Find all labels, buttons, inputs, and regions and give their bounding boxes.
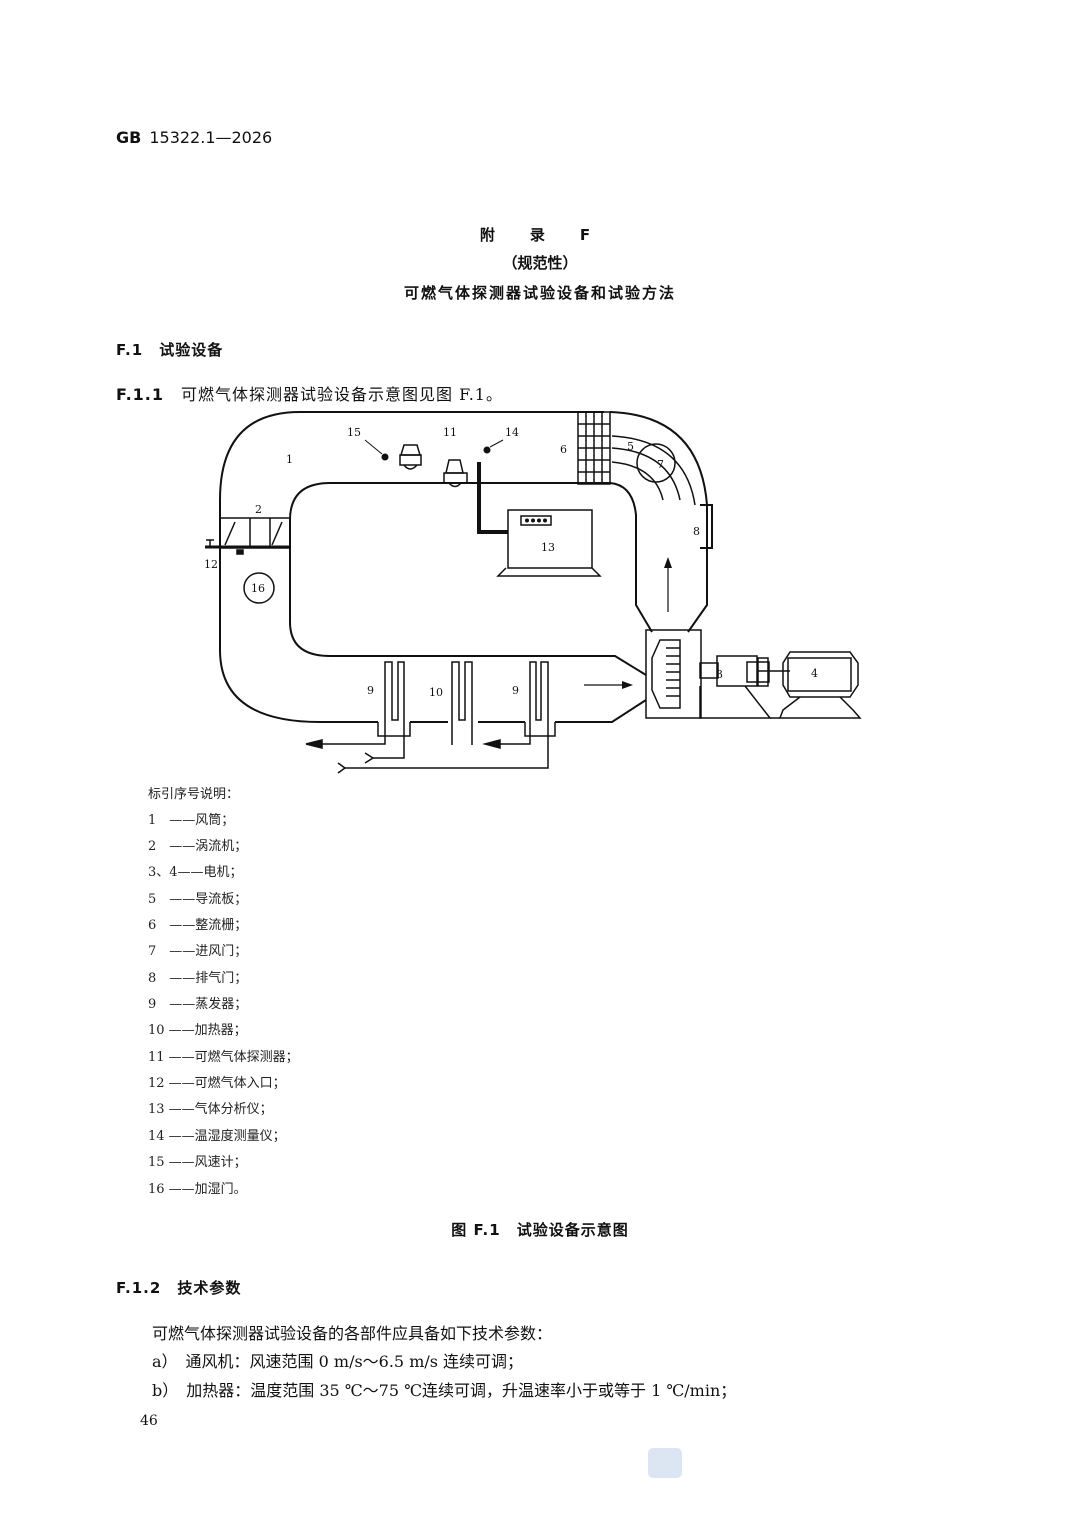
label-9b: 9 — [512, 684, 519, 697]
legend-item: 12 ——可燃气体入口； — [148, 1076, 286, 1091]
legend-item: 11 ——可燃气体探测器； — [148, 1050, 299, 1065]
pipes — [305, 735, 549, 774]
param-b: b） 加热器：温度范围 35 ℃～75 ℃连续可调，升温速率小于或等于 1 ℃/… — [152, 1381, 737, 1400]
label-13: 13 — [541, 541, 555, 554]
anemometer-probe-dot — [381, 453, 389, 461]
flow-straightener-grid — [577, 411, 611, 485]
heater — [451, 661, 473, 745]
duct-outer-right — [609, 411, 708, 633]
label-15: 15 — [347, 426, 361, 439]
figure-title: 试验设备示意图 — [516, 1221, 629, 1239]
paragraph: 可燃气体探测器试验设备示意图见图 F.1。 — [181, 385, 503, 404]
coupling — [746, 657, 790, 687]
legend-item: 14 ——温湿度测量仪； — [148, 1129, 286, 1144]
section-title: 技术参数 — [177, 1279, 242, 1297]
label-8: 8 — [693, 525, 700, 538]
param-a: a） 通风机：风速范围 0 m/s～6.5 m/s 连续可调； — [152, 1352, 524, 1371]
duct-outer — [219, 411, 647, 723]
legend-item: 2 ——涡流机； — [148, 839, 248, 854]
section-title: 试验设备 — [159, 341, 224, 359]
legend-item: 10 ——加热器； — [148, 1023, 247, 1038]
label-11: 11 — [443, 426, 457, 439]
fan — [645, 629, 719, 719]
figure-caption: 图 F.1 试验设备示意图 — [0, 1219, 1080, 1240]
label-3: 3 — [716, 668, 723, 681]
gas-analyzer — [496, 509, 602, 577]
inlet-door — [636, 443, 676, 483]
figure-number: 图 F.1 — [451, 1221, 501, 1239]
label-9a: 9 — [367, 684, 374, 697]
motor-3 — [699, 655, 772, 719]
legend-item: 9 ——蒸发器； — [148, 997, 248, 1012]
guide-vanes — [611, 435, 696, 506]
test-equipment-diagram: 1 2 3 4 5 6 7 8 9 10 9 11 12 13 14 15 16 — [204, 411, 862, 774]
legend-item: 8 ——排气门； — [148, 971, 248, 986]
sampling-tube — [477, 462, 508, 534]
section-number: F.1 — [116, 341, 144, 359]
params-intro: 可燃气体探测器试验设备的各部件应具备如下技术参数： — [152, 1324, 553, 1343]
humidifier-door — [243, 572, 275, 604]
legend-item: 5 ——导流板； — [148, 892, 248, 907]
appendix-nature: （规范性） — [502, 254, 578, 272]
exhaust-door — [700, 504, 713, 549]
page-number: 46 — [140, 1413, 158, 1429]
label-7: 7 — [657, 458, 664, 471]
label-6: 6 — [560, 443, 567, 456]
label-12: 12 — [204, 558, 218, 571]
motor-4 — [770, 651, 862, 719]
legend-item: 15 ——风速计； — [148, 1155, 247, 1170]
evaporator-right — [524, 661, 556, 737]
legend-item: 1 ——风筒； — [148, 813, 235, 828]
label-1: 1 — [286, 453, 293, 466]
legend-title: 标引序号说明： — [148, 787, 240, 802]
appendix-title: 附 录 F — [479, 226, 601, 244]
label-10: 10 — [429, 686, 443, 699]
label-16: 16 — [251, 582, 265, 595]
gas-detector — [443, 459, 468, 488]
section-f12-heading: F.1.2 技术参数 — [116, 1277, 241, 1298]
duct-inner — [289, 482, 647, 676]
standard-prefix: GB — [116, 128, 142, 147]
label-5: 5 — [627, 440, 634, 453]
section-number: F.1.2 — [116, 1279, 162, 1297]
legend-item: 16 ——加湿门。 — [148, 1182, 247, 1197]
duct-inner-right — [609, 482, 653, 633]
anemometer — [399, 444, 422, 470]
section-number: F.1.1 — [116, 385, 164, 404]
legend-item: 7 ——进风门； — [148, 944, 248, 959]
legend-item: 13 ——气体分析仪； — [148, 1102, 273, 1117]
section-f11-text: F.1.1 可燃气体探测器试验设备示意图见图 F.1。 — [116, 381, 503, 405]
sac-watermark-logo — [648, 1448, 682, 1478]
appendix-subtitle: 可燃气体探测器试验设备和试验方法 — [403, 284, 676, 302]
legend-item: 3、4——电机； — [148, 865, 243, 880]
vortex-machine — [205, 517, 291, 555]
standard-number: GB 15322.1—2026 — [116, 128, 272, 147]
label-4: 4 — [811, 667, 818, 680]
legend-item: 6 ——整流栅； — [148, 918, 248, 933]
standard-code: 15322.1—2026 — [149, 128, 273, 147]
evaporator-left — [377, 661, 411, 737]
label-2: 2 — [255, 503, 262, 516]
label-14: 14 — [505, 426, 519, 439]
section-f1-heading: F.1 试验设备 — [116, 339, 223, 360]
humidity-probe-dot — [483, 446, 491, 454]
